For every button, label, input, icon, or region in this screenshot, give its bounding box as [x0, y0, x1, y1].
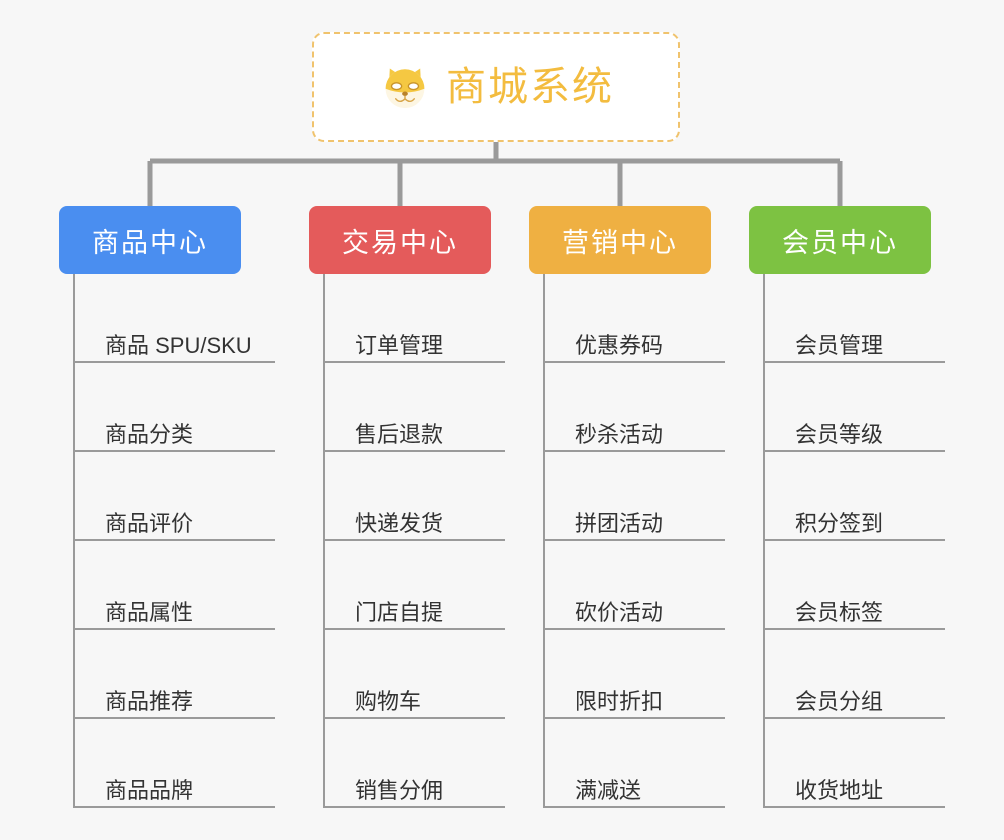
leaf-item[interactable]: 拼团活动 — [543, 452, 725, 541]
leaf-item[interactable]: 售后退款 — [323, 363, 505, 452]
leaf-item[interactable]: 会员标签 — [763, 541, 945, 630]
leaf-item-label: 会员管理 — [795, 332, 884, 358]
leaf-item-label: 快递发货 — [355, 510, 444, 536]
leaf-item[interactable]: 商品属性 — [73, 541, 275, 630]
leaf-item[interactable]: 快递发货 — [323, 452, 505, 541]
branch-node-2[interactable]: 交易中心 — [309, 206, 491, 274]
leaf-item-label: 积分签到 — [795, 510, 884, 536]
leaf-item[interactable]: 商品评价 — [73, 452, 275, 541]
root-node-content: 商城系统 — [378, 60, 614, 114]
branch-node-1[interactable]: 商品中心 — [59, 206, 241, 274]
root-title: 商城系统 — [446, 65, 614, 109]
leaf-item[interactable]: 商品推荐 — [73, 630, 275, 719]
leaf-item[interactable]: 购物车 — [323, 630, 505, 719]
leaf-item[interactable]: 满减送 — [543, 719, 725, 808]
leaf-item[interactable]: 限时折扣 — [543, 630, 725, 719]
leaf-item[interactable]: 会员分组 — [763, 630, 945, 719]
leaf-item-label: 商品推荐 — [105, 688, 194, 714]
leaf-item-label: 商品属性 — [105, 599, 194, 625]
leaf-item-label: 收货地址 — [795, 777, 884, 803]
leaf-item[interactable]: 会员等级 — [763, 363, 945, 452]
leaf-item-label: 会员分组 — [795, 688, 884, 714]
leaf-item[interactable]: 商品品牌 — [73, 719, 275, 808]
leaf-spine — [73, 274, 75, 808]
leaf-item-label: 商品 SPU/SKU — [105, 332, 252, 358]
leaf-item-label: 售后退款 — [355, 421, 444, 447]
leaf-item-label: 秒杀活动 — [575, 421, 664, 447]
leaf-item-label: 商品分类 — [105, 421, 194, 447]
root-node[interactable]: 商城系统 — [312, 32, 680, 142]
leaf-item-label: 订单管理 — [355, 332, 444, 358]
leaf-item-label: 限时折扣 — [575, 688, 664, 714]
branch-node-label: 商品中心 — [92, 227, 208, 258]
leaf-item[interactable]: 商品分类 — [73, 363, 275, 452]
leaf-spine — [543, 274, 545, 808]
leaf-item-label: 满减送 — [575, 777, 642, 803]
leaf-item[interactable]: 秒杀活动 — [543, 363, 725, 452]
leaf-item[interactable]: 砍价活动 — [543, 541, 725, 630]
leaf-item-label: 拼团活动 — [575, 510, 664, 536]
branch-node-label: 营销中心 — [562, 227, 678, 258]
leaf-item[interactable]: 销售分佣 — [323, 719, 505, 808]
leaf-item[interactable]: 收货地址 — [763, 719, 945, 808]
branch-node-3[interactable]: 营销中心 — [529, 206, 711, 274]
dog-face-icon — [378, 60, 432, 114]
leaf-item-label: 门店自提 — [355, 599, 444, 625]
leaf-item-label: 购物车 — [355, 688, 422, 714]
leaf-item[interactable]: 门店自提 — [323, 541, 505, 630]
leaf-item-label: 销售分佣 — [355, 777, 444, 803]
leaf-spine — [323, 274, 325, 808]
leaf-item-label: 会员等级 — [795, 421, 884, 447]
leaf-item-label: 优惠券码 — [575, 332, 664, 358]
leaf-item-label: 会员标签 — [795, 599, 884, 625]
leaf-spine — [763, 274, 765, 808]
leaf-item[interactable]: 积分签到 — [763, 452, 945, 541]
branch-node-label: 会员中心 — [782, 227, 898, 258]
branch-node-label: 交易中心 — [342, 227, 458, 258]
branch-node-4[interactable]: 会员中心 — [749, 206, 931, 274]
leaf-item[interactable]: 商品 SPU/SKU — [73, 274, 275, 363]
leaf-item[interactable]: 订单管理 — [323, 274, 505, 363]
leaf-item[interactable]: 优惠券码 — [543, 274, 725, 363]
leaf-item-label: 商品品牌 — [105, 777, 194, 803]
leaf-item-label: 砍价活动 — [575, 599, 664, 625]
leaf-item-label: 商品评价 — [105, 510, 194, 536]
leaf-item[interactable]: 会员管理 — [763, 274, 945, 363]
